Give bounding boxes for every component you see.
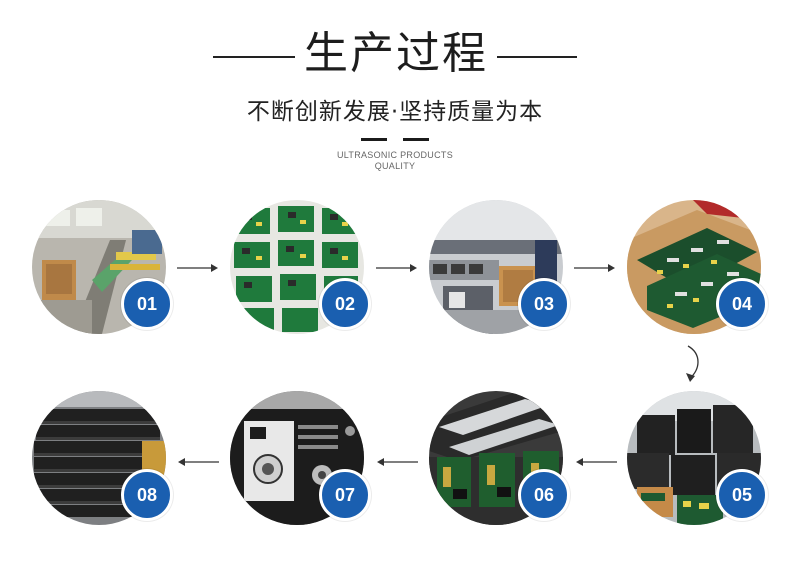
step-number-badge: 04 (716, 278, 768, 330)
arrow-left-icon (377, 458, 418, 466)
process-step-06: 06 (429, 391, 570, 525)
process-step-07: 07 (230, 391, 371, 525)
process-step-01: 01 (32, 200, 173, 334)
section-header: 生产过程 (0, 26, 790, 82)
arrow-left-icon (178, 458, 219, 466)
step-number-badge: 06 (518, 469, 570, 521)
page-title: 生产过程 (304, 28, 488, 79)
stacked-cases-photo (32, 391, 166, 525)
assembled-units-photo (627, 391, 761, 525)
title-rule-right (497, 56, 577, 58)
process-step-02: 02 (230, 200, 371, 334)
step-number-badge: 07 (319, 469, 371, 521)
arrow-right-icon (376, 264, 417, 272)
process-step-03: 03 (429, 200, 570, 334)
english-caption-line1: ULTRASONIC PRODUCTS (336, 150, 454, 160)
decor-dash-left (361, 138, 387, 141)
arrow-left-icon (576, 458, 617, 466)
step-number-badge: 01 (121, 278, 173, 330)
step-number-badge: 05 (716, 469, 768, 521)
english-caption-line2: QUALITY (374, 161, 416, 171)
decor-dash-right (403, 138, 429, 141)
page-subtitle: 不断创新发展·坚持质量为本 (246, 99, 544, 125)
arrow-curved-down-icon (686, 345, 699, 382)
title-rule-left (213, 56, 295, 58)
step-number-badge: 02 (319, 278, 371, 330)
step-number-badge: 08 (121, 469, 173, 521)
arrow-right-icon (574, 264, 615, 272)
process-step-04: 04 (627, 200, 768, 334)
process-step-08: 08 (32, 391, 173, 525)
process-step-05: 05 (627, 391, 768, 525)
arrow-right-icon (177, 264, 218, 272)
step-number-badge: 03 (518, 278, 570, 330)
